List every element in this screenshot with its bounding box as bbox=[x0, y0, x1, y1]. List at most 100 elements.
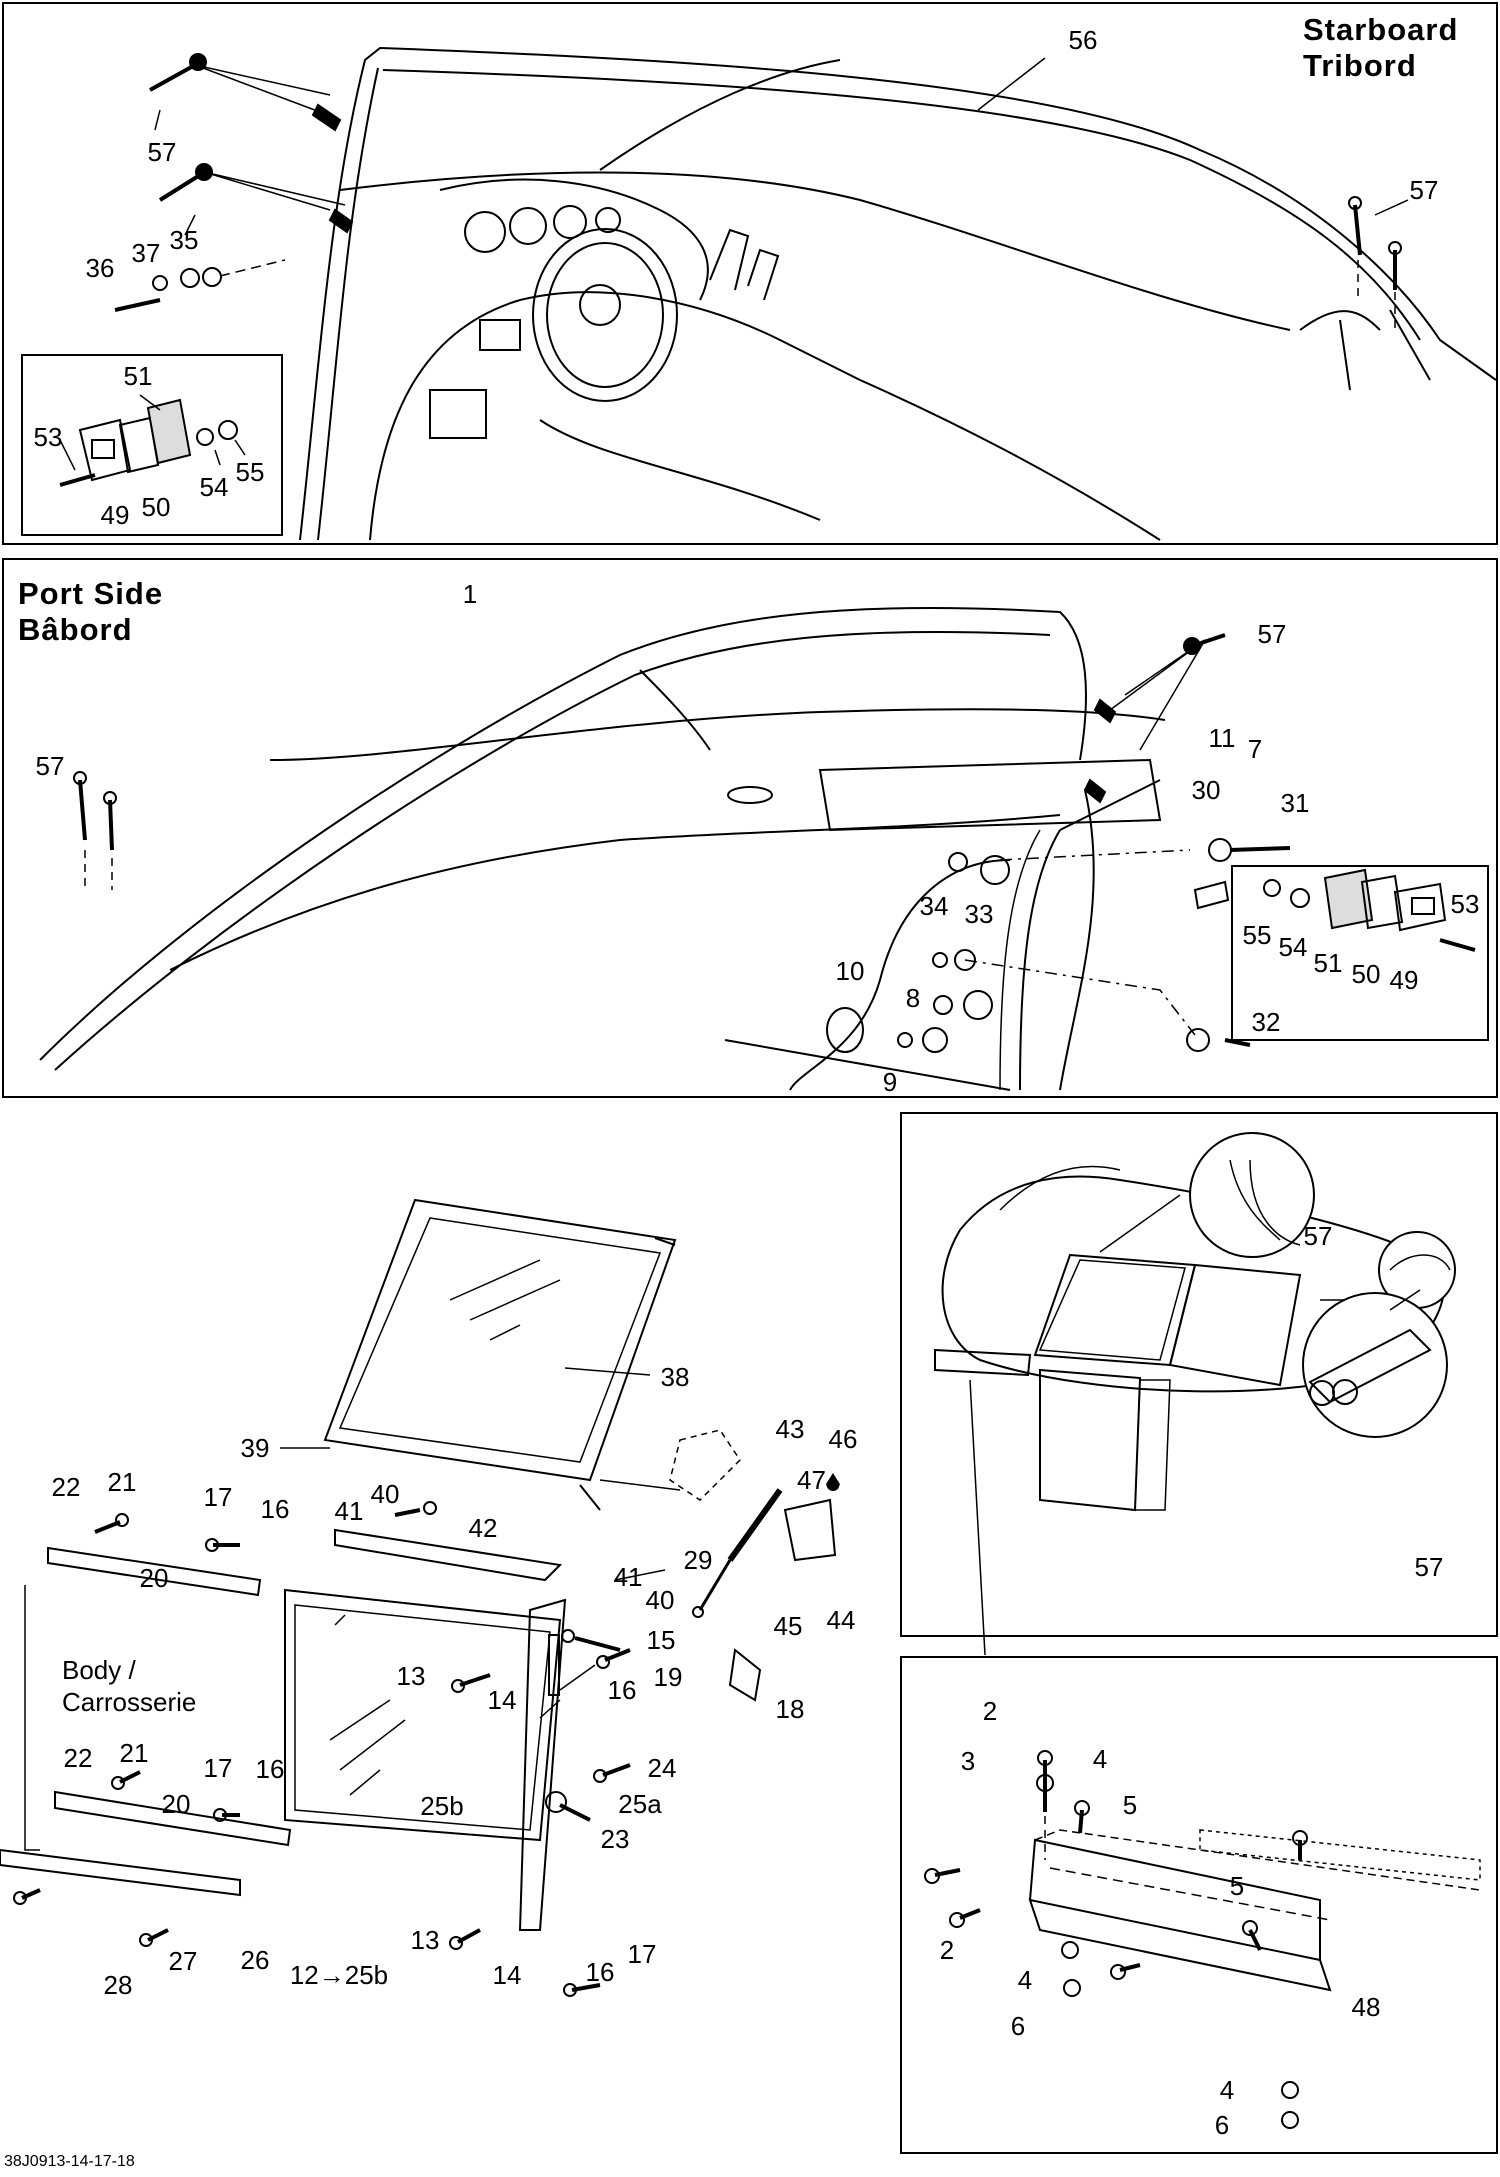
callout: 16 bbox=[585, 1957, 615, 1987]
hardware-detail-panel bbox=[900, 1656, 1498, 2154]
starboard-windshield-drawing bbox=[114, 46, 1497, 541]
callout: 31 bbox=[1280, 788, 1310, 818]
console-overview-drawing bbox=[934, 1132, 1456, 1656]
callout: 51 bbox=[1313, 948, 1343, 978]
callout: 2 bbox=[982, 1696, 998, 1726]
callout: 4 bbox=[1017, 1965, 1033, 1995]
callout: 54 bbox=[1278, 932, 1308, 962]
callout: 7 bbox=[1247, 734, 1263, 764]
callout: 55 bbox=[1242, 920, 1272, 950]
callout: 40 bbox=[370, 1479, 400, 1509]
callout: 28 bbox=[103, 1970, 133, 2000]
callout: 41 bbox=[613, 1562, 643, 1592]
callout: 36 bbox=[85, 253, 115, 283]
callout: 18 bbox=[775, 1694, 805, 1724]
callout: 37 bbox=[131, 238, 161, 268]
callout: 57 bbox=[1414, 1552, 1444, 1582]
callout: 16 bbox=[607, 1675, 637, 1705]
callout: 9 bbox=[882, 1067, 898, 1097]
callout: 53 bbox=[1450, 889, 1480, 919]
callout: 35 bbox=[169, 225, 199, 255]
callout: 32 bbox=[1251, 1007, 1281, 1037]
callout: 49 bbox=[100, 500, 130, 530]
callout: 16 bbox=[260, 1494, 290, 1524]
hardware-detail-drawing bbox=[924, 1750, 1481, 2129]
callout: 41 bbox=[334, 1496, 364, 1526]
callout: 42 bbox=[468, 1513, 498, 1543]
heading-tribord: Tribord bbox=[1303, 48, 1417, 83]
starboard-panel bbox=[2, 2, 1498, 545]
callout: 55 bbox=[235, 457, 265, 487]
callout: 17 bbox=[203, 1753, 233, 1783]
callout: 27 bbox=[168, 1946, 198, 1976]
callout: 54 bbox=[199, 472, 229, 502]
label-carrosserie: Carrosserie bbox=[62, 1687, 197, 1717]
callout: 57 bbox=[1409, 175, 1439, 205]
callout: 13 bbox=[410, 1925, 440, 1955]
callout: 20 bbox=[139, 1563, 169, 1593]
callout: 24 bbox=[647, 1753, 677, 1783]
port-side-windshield-drawing bbox=[39, 606, 1291, 1091]
callout: 56 bbox=[1068, 25, 1098, 55]
callout: 21 bbox=[107, 1467, 137, 1497]
callout: 20 bbox=[161, 1789, 191, 1819]
callout: 1 bbox=[462, 579, 478, 609]
port-hinge-inset-drawing bbox=[1263, 868, 1476, 952]
callout: 47 bbox=[797, 1466, 843, 1494]
callout: 48 bbox=[1351, 1992, 1381, 2022]
console-overview-panel bbox=[900, 1112, 1498, 1637]
callout: 43 bbox=[775, 1414, 805, 1444]
callout: 3 bbox=[960, 1746, 976, 1776]
callout: 16 bbox=[255, 1754, 285, 1784]
callout: 5 bbox=[1229, 1871, 1245, 1901]
starboard-hinge-inset-drawing bbox=[59, 394, 246, 487]
callout: 46 bbox=[828, 1424, 858, 1454]
callout: 49 bbox=[1389, 965, 1419, 995]
callout: 22 bbox=[51, 1472, 81, 1502]
callout: 4 bbox=[1219, 2075, 1235, 2105]
callout: 39 bbox=[240, 1433, 270, 1463]
callout: 8 bbox=[905, 983, 921, 1013]
label-body: Body / bbox=[62, 1655, 136, 1685]
callout: 45 bbox=[773, 1611, 803, 1641]
callout: 29 bbox=[683, 1545, 713, 1575]
callout: 44 bbox=[826, 1605, 856, 1635]
callout: 33 bbox=[964, 899, 994, 929]
callout: 21 bbox=[119, 1738, 149, 1768]
callout: 38 bbox=[660, 1362, 690, 1392]
callout: 53 bbox=[33, 422, 63, 452]
callout: 50 bbox=[1351, 959, 1381, 989]
callout: 57 bbox=[1303, 1221, 1333, 1251]
callout: 11 bbox=[1208, 723, 1236, 753]
callout: 22 bbox=[63, 1743, 93, 1773]
callout: 57 bbox=[147, 137, 177, 167]
callout: 14 bbox=[487, 1685, 517, 1715]
callout: 4 bbox=[1092, 1744, 1108, 1774]
deflector-assembly-drawing bbox=[0, 1198, 837, 1997]
callout: 6 bbox=[1214, 2110, 1230, 2140]
callout: 26 bbox=[240, 1945, 270, 1975]
callout: 19 bbox=[653, 1662, 683, 1692]
callout: 57 bbox=[1257, 619, 1287, 649]
callout: 5 bbox=[1122, 1790, 1138, 1820]
heading-starboard: Starboard bbox=[1303, 12, 1459, 47]
callout: 13 bbox=[396, 1661, 426, 1691]
callout: 10 bbox=[835, 956, 865, 986]
callout: 25a bbox=[618, 1789, 662, 1819]
drawing-number: 38J0913-14-17-18 bbox=[4, 2153, 135, 2170]
sealant-drop-icon bbox=[825, 1473, 840, 1491]
port-side-panel bbox=[2, 558, 1498, 1098]
heading-port-side: Port Side bbox=[18, 576, 164, 611]
callout: 14 bbox=[492, 1960, 522, 1990]
callout: 51 bbox=[123, 361, 153, 391]
callout: 34 bbox=[919, 891, 949, 921]
callout: 12→25b bbox=[289, 1960, 389, 1990]
callout: 57 bbox=[35, 751, 65, 781]
callout: 23 bbox=[600, 1824, 630, 1854]
callout: 25b bbox=[420, 1791, 464, 1821]
callout: 15 bbox=[646, 1625, 676, 1655]
callout: 50 bbox=[141, 492, 171, 522]
callout: 40 bbox=[645, 1585, 675, 1615]
callout: 17 bbox=[627, 1939, 657, 1969]
